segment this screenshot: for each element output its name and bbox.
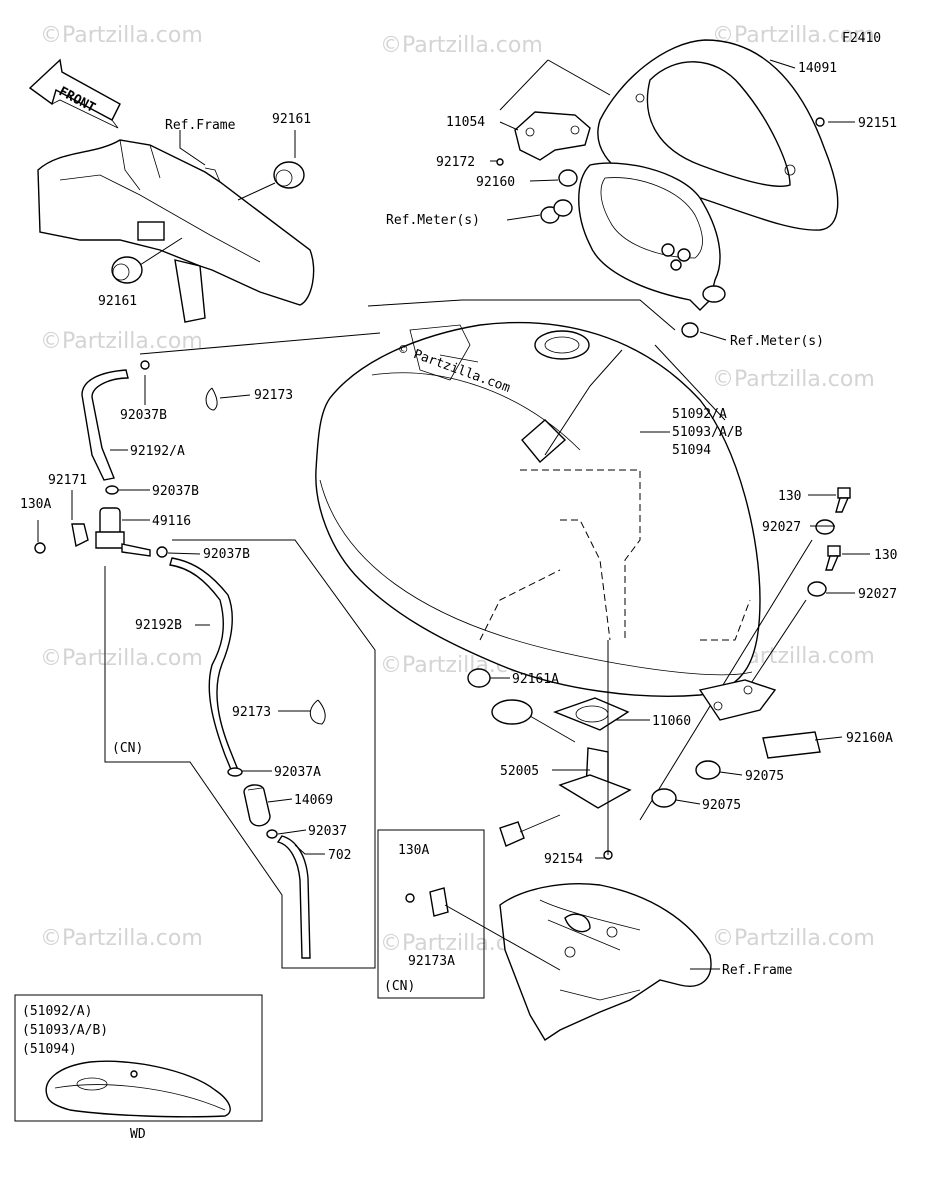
- leader-outline: [367, 59, 726, 421]
- label-ref-frame: Ref.Frame: [165, 118, 236, 133]
- mount-bracket: [698, 679, 777, 721]
- label-92192A: 92192/A: [130, 444, 185, 459]
- label-92075: 92075: [702, 798, 741, 813]
- watermark: ©Partzilla.com: [40, 926, 203, 951]
- label-92037A: 92037A: [274, 765, 321, 780]
- watermark: ©Partzilla.com: [380, 33, 543, 58]
- cn-tag-left: (CN): [112, 741, 143, 756]
- label-51094: 51094: [672, 443, 711, 458]
- watermark: ©Partzilla.com: [40, 646, 203, 671]
- leader-lines: [139, 332, 623, 456]
- label-92160A: 92160A: [846, 731, 893, 746]
- label-130A-cn: 130A: [398, 843, 429, 858]
- label-92037B: 92037B: [203, 547, 250, 562]
- label-92161: 92161: [98, 294, 137, 309]
- hose-702: [276, 835, 311, 959]
- label-14069: 14069: [294, 793, 333, 808]
- frame-top-drawing: [37, 139, 315, 323]
- washer-92027-top: [815, 519, 835, 535]
- inset-wd: (51092/A) (51093/A/B) (51094) WD: [14, 994, 263, 1142]
- figure-code: F2410: [842, 31, 881, 46]
- inset-caption: WD: [130, 1127, 146, 1142]
- label-14091: 14091: [798, 61, 837, 76]
- label-92037: 92037: [308, 824, 347, 839]
- label-51092A: 51092/A: [672, 407, 727, 422]
- dampers-92075: [651, 760, 721, 808]
- grommet-92161A: [467, 668, 491, 688]
- label-92172: 92172: [436, 155, 475, 170]
- gasket-11060: [553, 697, 630, 731]
- watermark: ©Partzilla.com: [712, 23, 875, 48]
- label-leaders: [37, 59, 870, 970]
- label-92192B: 92192B: [135, 618, 182, 633]
- holder-92171: [34, 523, 89, 554]
- filter-14069: [243, 784, 271, 827]
- label-52005: 52005: [500, 764, 539, 779]
- label-51093AB: 51093/A/B: [672, 425, 743, 440]
- label-92154: 92154: [544, 852, 583, 867]
- fuel-pump-52005: [491, 699, 632, 847]
- bolt-130-mid: [825, 545, 841, 571]
- inset-line: (51092/A): [22, 1004, 92, 1019]
- hose-92192A: [81, 369, 129, 481]
- label-92027: 92027: [762, 520, 801, 535]
- label-ref-frame: Ref.Frame: [722, 963, 793, 978]
- label-92173: 92173: [254, 388, 293, 403]
- washer-92027-mid: [807, 581, 827, 597]
- fuel-cock-49116: [95, 507, 151, 557]
- cn-outline-left: [104, 539, 376, 969]
- clamps-92037B: [105, 360, 168, 558]
- inset-line: (51093/A/B): [22, 1023, 108, 1038]
- grommet-92161-top: [237, 161, 305, 201]
- clip-92173-top: [205, 387, 218, 411]
- clamp-92037: [266, 829, 278, 839]
- watermark: ©Partzilla.com: [40, 329, 203, 354]
- damper-92160A: [762, 731, 821, 759]
- label-ref-meter: Ref.Meter(s): [386, 213, 480, 228]
- label-11060: 11060: [652, 714, 691, 729]
- rubber-92160: [496, 117, 825, 338]
- cn-box: 130A 92173A (CN): [377, 829, 561, 999]
- front-arrow-icon: FRONT: [28, 58, 121, 129]
- label-92027: 92027: [858, 587, 897, 602]
- label-92173: 92173: [232, 705, 271, 720]
- meter-unit: [578, 162, 726, 311]
- label-49116: 49116: [152, 514, 191, 529]
- fuel-tank: [315, 321, 761, 697]
- part-labels: 14091 11054 92151 92172 92160 Ref.Meter(…: [20, 61, 897, 978]
- label-92161: 92161: [272, 112, 311, 127]
- label-92151: 92151: [858, 116, 897, 131]
- cn-tag: (CN): [384, 979, 415, 994]
- label-11054: 11054: [446, 115, 485, 130]
- watermark: ©Partzilla.com: [712, 367, 875, 392]
- label-92173A: 92173A: [408, 954, 455, 969]
- label-92161A: 92161A: [512, 672, 559, 687]
- clip-92173-mid: [309, 699, 326, 725]
- label-130: 130: [778, 489, 801, 504]
- label-92171: 92171: [48, 473, 87, 488]
- watermarks: ©Partzilla.com ©Partzilla.com ©Partzilla…: [40, 23, 875, 956]
- frame-bottom-drawing: [499, 883, 712, 1041]
- clamp-92037A: [227, 767, 243, 777]
- label-130: 130: [874, 548, 897, 563]
- label-702: 702: [328, 848, 351, 863]
- watermark: ©Partzilla.com: [712, 926, 875, 951]
- grommet-92161-bottom: [111, 237, 183, 284]
- label-92075: 92075: [745, 769, 784, 784]
- label-92160: 92160: [476, 175, 515, 190]
- label-92037B: 92037B: [120, 408, 167, 423]
- bracket-11054: [514, 111, 591, 161]
- bolt-130-top: [835, 487, 851, 513]
- label-ref-meter: Ref.Meter(s): [730, 334, 824, 349]
- inset-line: (51094): [22, 1042, 77, 1057]
- watermark: ©Partzilla.com: [40, 23, 203, 48]
- label-92037B: 92037B: [152, 484, 199, 499]
- label-130A: 130A: [20, 497, 51, 512]
